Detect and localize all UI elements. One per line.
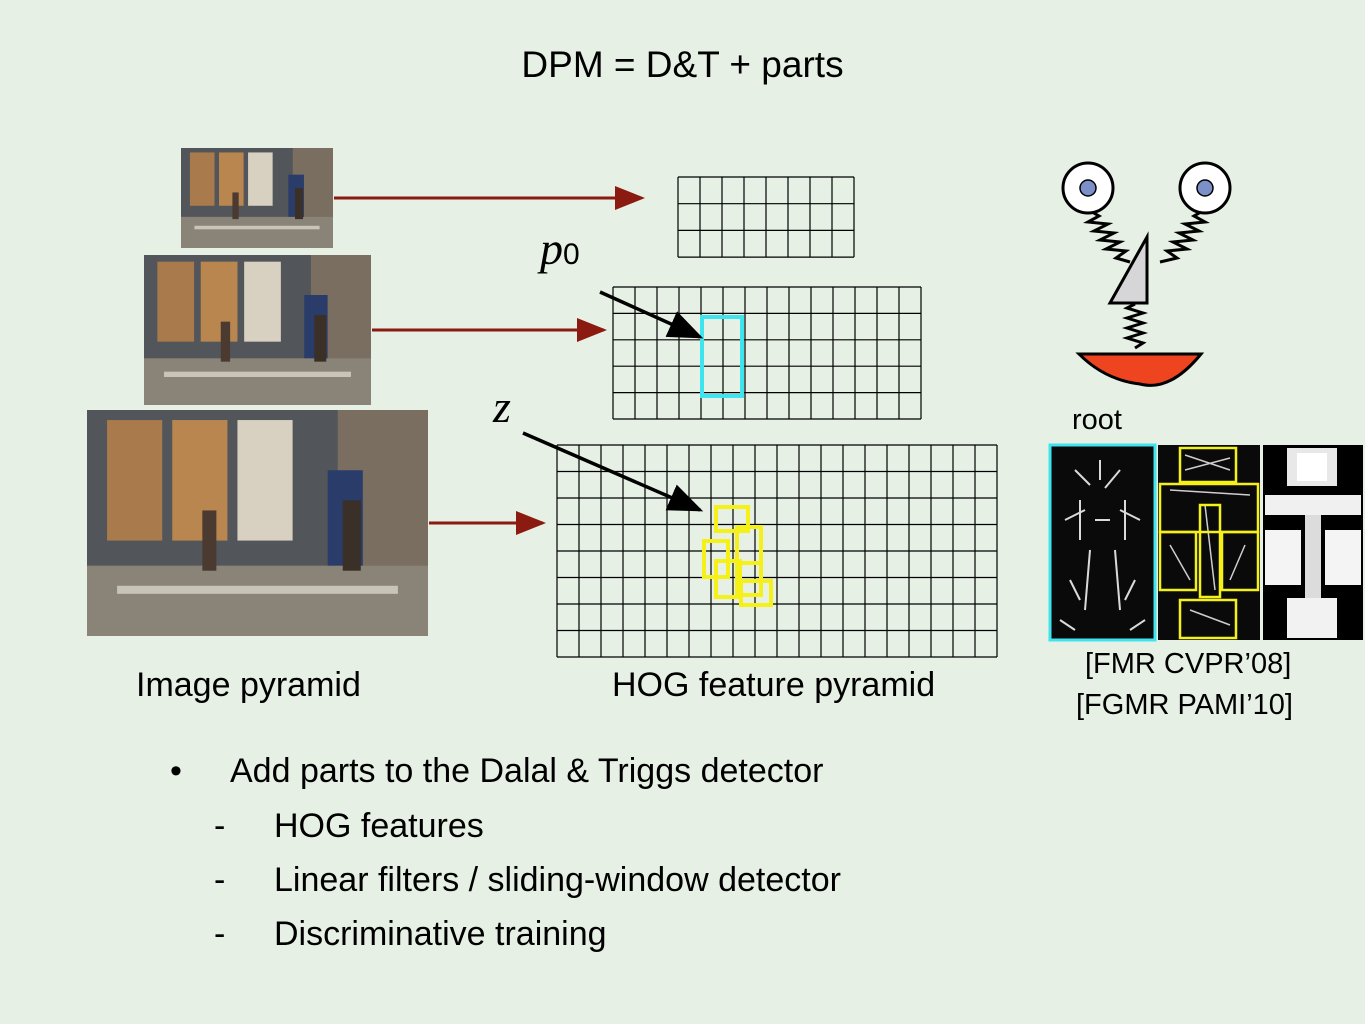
bullet-main: • Add parts to the Dalal & Triggs detect… [170, 752, 823, 791]
image-pyramid-label: Image pyramid [136, 666, 361, 704]
part-box [739, 579, 773, 607]
sub-bullet: - Discriminative training [214, 915, 607, 953]
slide-title: DPM = D&T + parts [521, 44, 844, 85]
sub-bullet: - Linear filters / sliding-window detect… [214, 861, 841, 899]
reference-fgmr: [FGMR PAMI’10] [1076, 689, 1293, 721]
hog-pyramid-label: HOG feature pyramid [612, 666, 936, 704]
p0-pointer-arrow [599, 290, 704, 339]
mouth-icon [1075, 352, 1205, 387]
spring-nose-icon [1121, 302, 1149, 350]
hog-grid-large [556, 444, 998, 658]
sub-bullet-text: Linear filters / sliding-window detector [274, 861, 841, 899]
part-filters-visualization [1158, 445, 1260, 640]
hog-grid-small [677, 176, 855, 258]
nose-icon [1107, 231, 1149, 305]
bullet-main-text: Add parts to the Dalal & Triggs detector [230, 752, 824, 790]
pyramid-image-large [87, 410, 428, 636]
bullet-marker: • [170, 752, 182, 790]
root-filter-visualization [1048, 443, 1157, 642]
part-box [714, 505, 750, 533]
spring-left-icon [1083, 210, 1131, 264]
hog-grid-medium [612, 286, 922, 420]
pyramid-image-small [181, 148, 333, 248]
sub-bullet: - HOG features [214, 807, 484, 845]
sub-bullet-text: Discriminative training [274, 915, 607, 953]
part-model-figure [1061, 161, 1232, 387]
sub-bullet-text: HOG features [274, 807, 484, 845]
z-pointer-arrow [522, 431, 704, 512]
reference-fmr: [FMR CVPR’08] [1085, 648, 1292, 680]
p0-label: p0 [540, 223, 580, 274]
root-filter-box [700, 315, 744, 398]
root-label: root [1072, 404, 1122, 436]
pyramid-image-medium [144, 255, 371, 405]
z-label: z [493, 381, 511, 432]
part-filter-boxes [702, 505, 773, 607]
spring-right-icon [1159, 210, 1210, 264]
deformation-costs-visualization [1263, 445, 1363, 640]
